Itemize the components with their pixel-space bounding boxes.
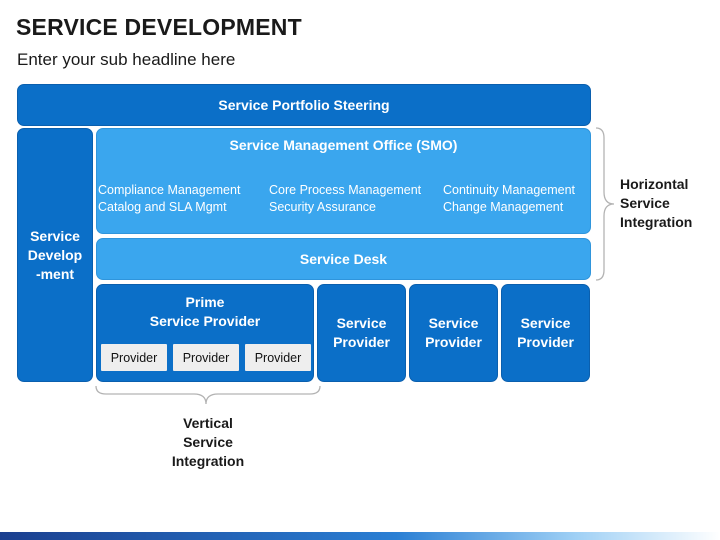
- smo-item: Catalog and SLA Mgmt: [98, 200, 227, 214]
- service-portfolio-steering-box: Service Portfolio Steering: [17, 84, 591, 126]
- horizontal-label-line: Service: [620, 195, 670, 211]
- service-development-box: Service Develop -ment: [17, 128, 93, 382]
- vertical-integration-label: Vertical Service Integration: [158, 414, 258, 471]
- service-provider-line: Provider: [517, 334, 574, 350]
- vertical-label-line: Integration: [171, 453, 245, 469]
- service-provider-box-1: Service Provider: [317, 284, 406, 382]
- smo-item: Change Management: [443, 200, 564, 214]
- horizontal-label-line: Integration: [620, 214, 693, 230]
- page-subtitle: Enter your sub headline here: [17, 50, 236, 69]
- prime-service-provider-title: Prime Service Provider: [97, 293, 313, 331]
- smo-item: Security Assurance: [269, 200, 376, 214]
- provider-box: Provider: [173, 344, 239, 371]
- provider-box: Provider: [101, 344, 167, 371]
- service-provider-line: Service: [336, 315, 387, 331]
- prime-title-line-2: Service Provider: [149, 313, 261, 329]
- smo-box: Service Management Office (SMO) Complian…: [96, 128, 591, 234]
- vertical-label-line: Vertical: [183, 415, 233, 431]
- service-desk-box: Service Desk: [96, 238, 591, 280]
- service-provider-line: Provider: [333, 334, 390, 350]
- prime-service-provider-box: Prime Service Provider Provider Provider…: [96, 284, 314, 382]
- footer-gradient-bar: [0, 532, 720, 540]
- smo-item: Compliance Management: [98, 183, 241, 197]
- horizontal-integration-label: Horizontal Service Integration: [620, 175, 692, 232]
- service-provider-line: Service: [428, 315, 479, 331]
- smo-title: Service Management Office (SMO): [229, 137, 458, 153]
- horizontal-integration-brace: [595, 127, 615, 281]
- service-provider-box-2: Service Provider: [409, 284, 498, 382]
- smo-item: Continuity Management: [443, 183, 576, 197]
- smo-column-2: Core Process Management Security Assuran…: [269, 182, 421, 216]
- service-provider-box-3: Service Provider: [501, 284, 590, 382]
- smo-column-3: Continuity Management Change Management: [443, 182, 575, 216]
- provider-box: Provider: [245, 344, 311, 371]
- horizontal-label-line: Horizontal: [620, 176, 689, 192]
- vertical-integration-brace: [95, 385, 321, 405]
- page-title: SERVICE DEVELOPMENT: [16, 14, 302, 40]
- smo-column-1: Compliance Management Catalog and SLA Mg…: [98, 182, 240, 216]
- service-development-label: Service Develop -ment: [28, 227, 82, 284]
- service-development-line-1: Service: [30, 227, 80, 244]
- smo-item: Core Process Management: [269, 183, 422, 197]
- service-provider-line: Provider: [425, 334, 482, 350]
- service-provider-line: Service: [520, 315, 571, 331]
- prime-title-line-1: Prime: [185, 294, 225, 310]
- vertical-label-line: Service: [183, 434, 233, 450]
- service-development-line-2: Develop: [27, 246, 83, 263]
- service-development-line-3: -ment: [35, 265, 75, 282]
